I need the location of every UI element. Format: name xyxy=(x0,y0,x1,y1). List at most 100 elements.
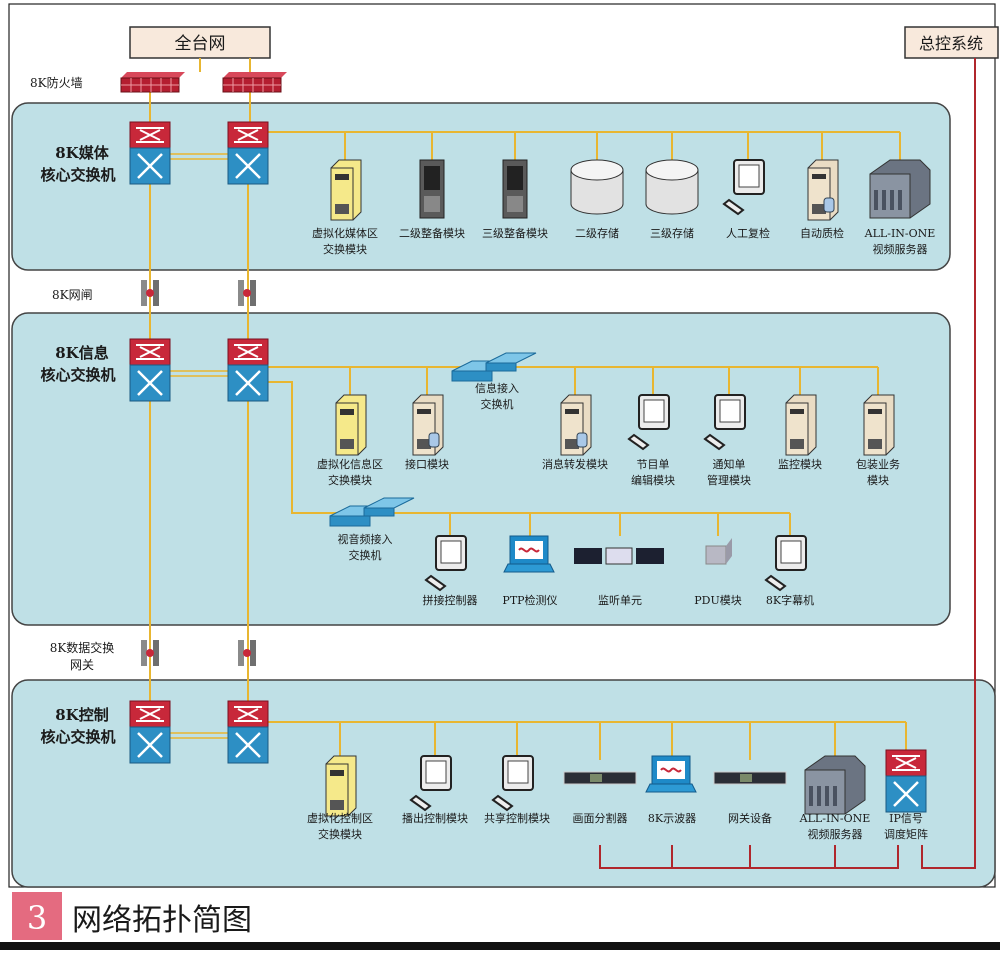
device-label: 编辑模块 xyxy=(631,473,675,487)
database-server-icon xyxy=(412,394,444,456)
workstation-icon xyxy=(764,535,807,592)
whole-station-network-label: 全台网 xyxy=(175,34,226,54)
storage-disk-icon xyxy=(645,159,699,215)
device-label: 通知单 xyxy=(713,457,746,471)
core-switch-icon xyxy=(129,121,171,185)
device-label: 监控模块 xyxy=(778,457,822,471)
server-beige-icon xyxy=(863,394,895,456)
device-label: 消息转发模块 xyxy=(542,457,608,471)
zone-title: 核心交换机 xyxy=(40,366,115,384)
server-yellow-icon xyxy=(325,755,357,817)
master-control-label: 总控系统 xyxy=(919,34,983,53)
ip-routing-matrix-icon xyxy=(885,749,927,813)
access-switch-label: 信息接入 xyxy=(475,381,519,395)
device-label: 二级整备模块 xyxy=(399,226,465,240)
device-label: 监听单元 xyxy=(598,594,642,607)
database-server-icon xyxy=(560,394,592,456)
device-label: 节目单 xyxy=(637,458,670,471)
zone-title: 核心交换机 xyxy=(40,728,115,746)
device-label: 模块 xyxy=(867,474,889,487)
network-gate-icon xyxy=(238,280,256,306)
database-server-icon xyxy=(807,159,839,221)
firewall-label: 8K防火墙 xyxy=(30,75,83,90)
workstation-icon xyxy=(722,159,765,216)
gate-label: 8K网闸 xyxy=(52,288,93,302)
monitor-unit-icon xyxy=(574,547,664,565)
device-label: 播出控制模块 xyxy=(402,811,468,825)
caption-badge xyxy=(12,892,62,940)
network-nodes xyxy=(120,72,931,817)
zone-title: 8K媒体 xyxy=(55,144,109,162)
device-label: 共享控制模块 xyxy=(484,811,550,825)
gate-label: 8K数据交换 xyxy=(50,640,115,655)
device-label: ALL-IN-ONE xyxy=(799,812,871,825)
whole-station-network-box: 全台网 xyxy=(129,26,271,59)
device-label: 8K示波器 xyxy=(648,812,696,825)
server-beige-icon xyxy=(785,394,817,456)
server-yellow-icon xyxy=(335,394,367,456)
workstation-icon xyxy=(703,394,746,451)
core-switch-icon xyxy=(227,700,269,764)
firewall-icon xyxy=(120,72,185,93)
workstation-icon xyxy=(409,755,452,812)
device-label: 虚拟化控制区 xyxy=(307,811,373,825)
device-label: 二级存储 xyxy=(575,226,619,240)
workstation-icon xyxy=(491,755,534,812)
caption-number: 3 xyxy=(27,899,47,937)
storage-disk-icon xyxy=(570,159,624,215)
workstation-icon xyxy=(424,535,467,592)
device-label: 三级存储 xyxy=(650,226,694,240)
device-label: 视频服务器 xyxy=(873,242,928,256)
network-gate-icon xyxy=(238,640,256,666)
laptop-icon xyxy=(503,535,555,573)
device-label: 接口模块 xyxy=(405,458,449,471)
device-label: PDU模块 xyxy=(694,594,742,607)
network-gate-icon xyxy=(141,640,159,666)
device-label: 自动质检 xyxy=(800,226,844,240)
zone-title: 8K信息 xyxy=(55,344,108,362)
device-label: 交换模块 xyxy=(323,242,367,256)
rack-server-icon xyxy=(419,159,445,219)
device-label: 交换模块 xyxy=(318,827,362,841)
zone-title: 8K控制 xyxy=(55,706,108,724)
laptop-icon xyxy=(645,755,697,793)
bottom-rule xyxy=(0,942,1000,950)
rack-unit-icon xyxy=(563,771,637,785)
all-in-one-server-icon xyxy=(804,755,866,815)
access-switch-label: 交换机 xyxy=(349,548,382,562)
server-yellow-icon xyxy=(330,159,362,221)
workstation-icon xyxy=(627,394,670,451)
rack-unit-icon xyxy=(713,771,787,785)
device-label: 拼接控制器 xyxy=(423,593,478,607)
info-access-switch-icon xyxy=(451,352,537,382)
core-switch-icon xyxy=(129,700,171,764)
core-switch-icon xyxy=(129,338,171,402)
all-in-one-server-icon xyxy=(869,159,931,219)
device-label: IP信号 xyxy=(889,812,923,825)
device-label: 画面分割器 xyxy=(573,811,628,825)
device-label: 虚拟化媒体区 xyxy=(312,226,378,240)
device-label: ALL-IN-ONE xyxy=(864,227,936,240)
device-label: 调度矩阵 xyxy=(884,827,928,841)
device-label: 管理模块 xyxy=(707,473,751,487)
pdu-icon xyxy=(705,538,732,565)
core-switch-icon xyxy=(227,121,269,185)
device-label: 包装业务 xyxy=(856,458,900,471)
device-label: 交换模块 xyxy=(328,473,372,487)
device-label: 人工复检 xyxy=(726,226,770,240)
device-label: 网关设备 xyxy=(728,811,772,825)
zone-title: 核心交换机 xyxy=(40,166,115,184)
labels: 8K网闸8K数据交换网关8K媒体核心交换机虚拟化媒体区交换模块二级整备模块三级整… xyxy=(40,144,935,841)
device-label: PTP检测仪 xyxy=(502,593,557,607)
rack-server-icon xyxy=(502,159,528,219)
access-switch-label: 视音频接入 xyxy=(338,532,393,546)
access-switch-label: 交换机 xyxy=(481,397,514,411)
gate-label: 网关 xyxy=(70,658,94,672)
network-gate-icon xyxy=(141,280,159,306)
device-label: 视频服务器 xyxy=(808,827,863,841)
device-label: 8K字幕机 xyxy=(766,593,814,607)
core-switch-icon xyxy=(227,338,269,402)
device-label: 三级整备模块 xyxy=(482,226,548,240)
master-control-box: 总控系统 xyxy=(904,26,999,59)
